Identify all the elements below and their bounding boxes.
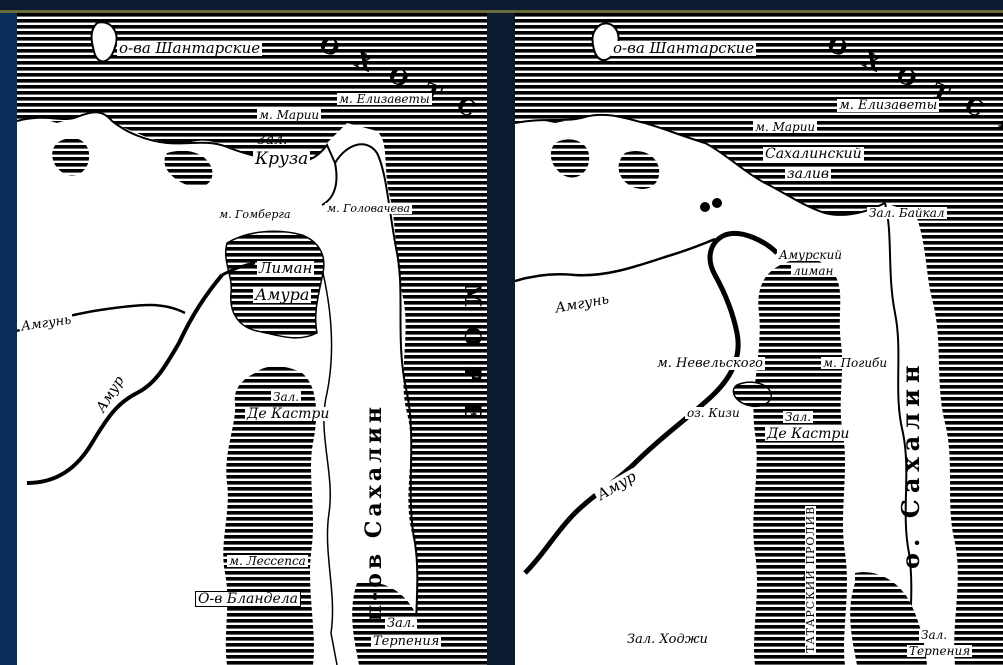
left-sea-hatch (17, 13, 487, 665)
label-amur-liman: Амурский (777, 248, 845, 262)
label-kastri-bay-right: Зал. (783, 410, 814, 424)
label-cape-elizaveta-right: м. Елизаветы (837, 98, 940, 113)
left-amur-river (26, 273, 224, 485)
label-de-kastri-right: Де Кастри (765, 426, 852, 442)
label-de-kastri: Де Кастри (245, 406, 332, 422)
label-hodzhi-bay: Зал. Ходжи (625, 632, 710, 647)
label-baikal-bay: Зал. Байкал (867, 206, 947, 220)
label-liman-word: лиман (791, 264, 836, 278)
label-cape-nevelskogo: м. Невельского (655, 356, 765, 371)
label-sea-word: М О Р Е (459, 283, 485, 425)
label-cape-mariya-right: м. Марии (753, 120, 818, 134)
label-tatar-strait: ТАТАРСКИЙ ПРОЛИВ (804, 505, 817, 653)
label-cape-elizaveta: м. Елизаветы (337, 92, 432, 106)
label-terpeniya-bay-right: Зал. (919, 628, 950, 642)
label-cape-pogibi: м. Погиби (821, 356, 890, 370)
label-gulf-word: залив (785, 166, 832, 182)
label-cape-lessepsa: м. Лессепса (227, 554, 308, 568)
label-sakhalin-gulf: Сахалинский (763, 146, 864, 162)
label-sakhalin-island: о. Сахалин (896, 359, 925, 569)
label-bay: Зал. (257, 132, 288, 148)
label-liman: Лиман (257, 259, 315, 277)
right-amur-river (523, 231, 779, 575)
map-island-view: о-ва Шантарские О Х О Т С К О Е м. Елиза… (515, 13, 1003, 665)
label-kastri-bay: Зал. (271, 390, 302, 404)
label-cape-golovacheva: м. Головачева (325, 202, 412, 215)
top-frame-bar (0, 0, 1003, 13)
label-terpeniya-bay: Зал. (385, 616, 418, 631)
label-shantar-islands: о-ва Шантарские (117, 39, 263, 57)
label-blandela-island: О-в Бландела (195, 591, 301, 607)
label-cape-gomberga: м. Гомберга (217, 208, 293, 221)
label-amura: Амура (253, 285, 312, 304)
label-peninsula-sakhalin: п-ов Сахалин (361, 403, 387, 621)
label-kruza: Круза (253, 149, 311, 169)
label-shantar-islands-right: о-ва Шантарские (611, 39, 757, 57)
map-divider (487, 13, 515, 665)
label-terpeniya-right: Терпения (907, 644, 973, 658)
map-old-peninsula-view: о-ва Шантарские О Х О Т С К О Е М О Р Е … (17, 13, 487, 665)
label-terpeniya: Терпения (371, 634, 442, 649)
label-cape-mariya: м. Марии (257, 108, 322, 122)
right-sea-hatch (515, 13, 1003, 665)
label-lake-kizi: оз. Кизи (685, 406, 742, 420)
